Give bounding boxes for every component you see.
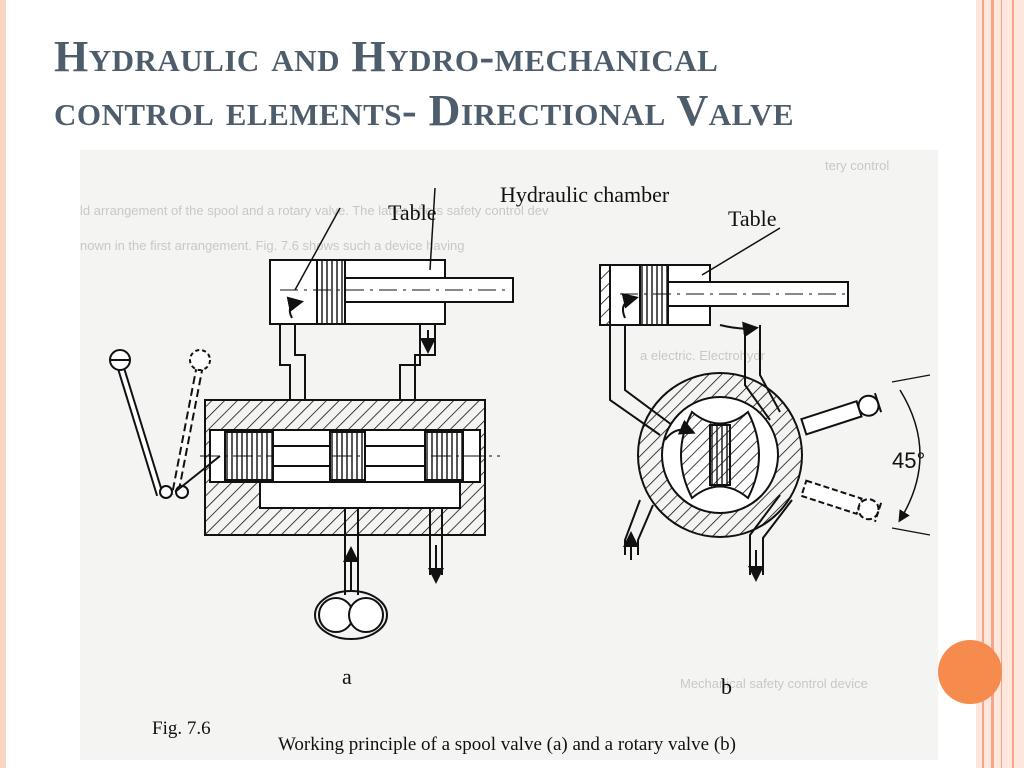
figure-caption-number: Fig. 7.6 xyxy=(152,718,211,739)
ghost-text-line: tery control xyxy=(825,158,889,173)
bleed-through-text: tery control ld arrangement of the spool… xyxy=(80,158,889,691)
right-accent-band xyxy=(976,0,1024,768)
ghost-text-line: a electric. Electrohydr xyxy=(640,348,766,363)
valve-figure: tery control ld arrangement of the spool… xyxy=(80,150,938,760)
slide-title-line-2: control elements- Directional Valve xyxy=(54,86,795,135)
valve-diagram: tery control ld arrangement of the spool… xyxy=(80,158,931,755)
right-accent-stripe xyxy=(982,0,984,768)
ghost-text-line: ld arrangement of the spool and a rotary… xyxy=(80,203,549,218)
right-accent-stripe xyxy=(1012,0,1014,768)
label-hydraulic-chamber: Hydraulic chamber xyxy=(500,182,670,207)
label-sub-b: b xyxy=(721,674,732,699)
ghost-text-line: nown in the first arrangement. Fig. 7.6 … xyxy=(80,238,464,253)
label-sub-a: a xyxy=(342,664,352,689)
right-accent-stripe xyxy=(991,0,994,768)
slide-title-line-1: Hydraulic and Hydro-mechanical xyxy=(54,32,719,81)
ghost-text-line: Mechanical safety control device xyxy=(680,676,868,691)
decorative-circle xyxy=(938,640,1002,704)
figure-caption-text: Working principle of a spool valve (a) a… xyxy=(278,734,736,755)
slide-title: Hydraulic and Hydro-mechanical control e… xyxy=(54,30,984,138)
label-table-b: Table xyxy=(728,206,777,231)
label-table-a: Table xyxy=(388,200,437,225)
rotary-valve-b xyxy=(599,227,931,582)
label-angle: 45° xyxy=(892,448,925,473)
spool-valve-a xyxy=(109,187,514,640)
left-accent-rule xyxy=(0,0,6,768)
right-accent-stripe xyxy=(1001,0,1002,768)
